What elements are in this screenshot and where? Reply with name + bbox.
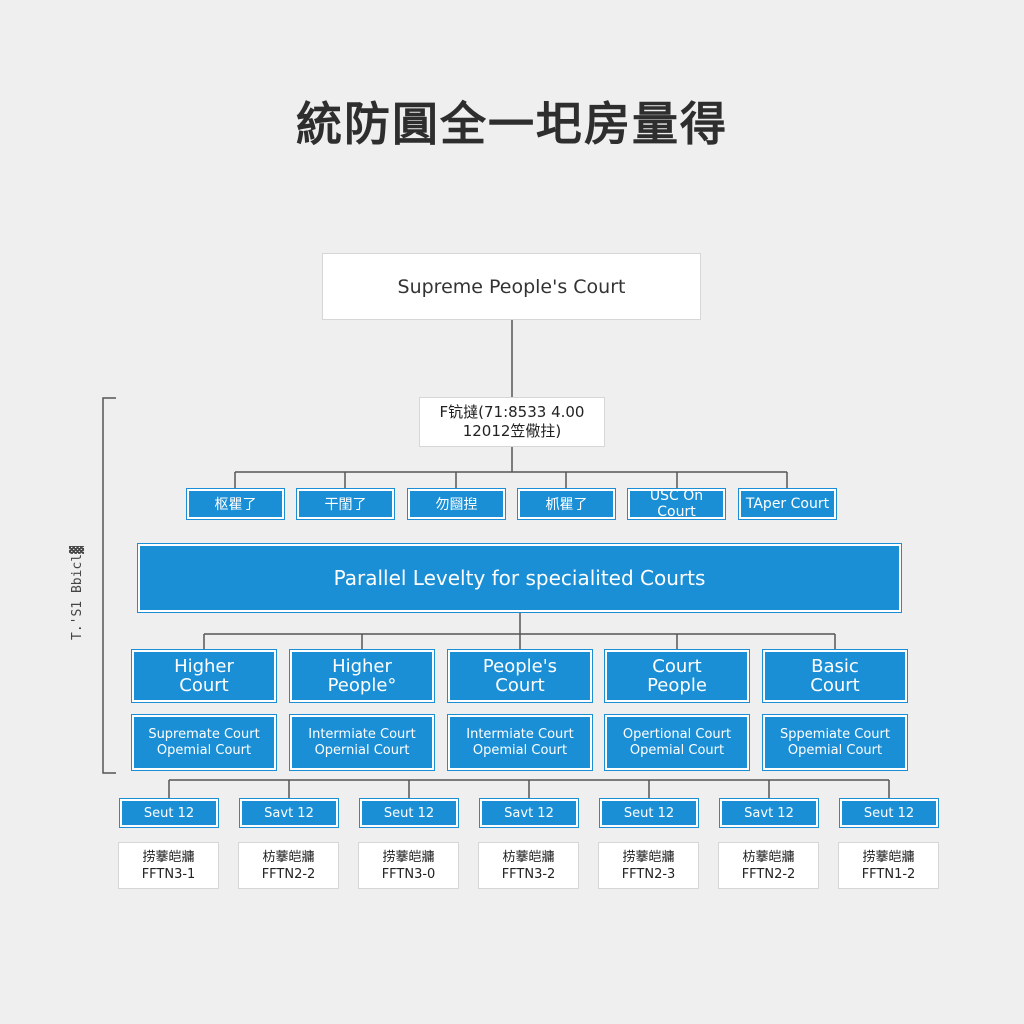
court-detail-line2: Opernial Court xyxy=(314,742,410,758)
seat-node: Seut 12 xyxy=(600,799,698,827)
seat-node: Savt 12 xyxy=(480,799,578,827)
intermediate-node-line2: 12012笠儆拄) xyxy=(462,422,562,440)
court-detail-line1: Sppemiate Court xyxy=(780,726,890,742)
seat-node: Seut 12 xyxy=(840,799,938,827)
seat-code-node: 枋藆皑牅 FFTN3-2 xyxy=(478,842,579,889)
seat-code-line2: FFTN1-2 xyxy=(861,866,916,882)
seat-code-node: 捞藆皑牅 FFTN2-3 xyxy=(598,842,699,889)
specialized-court-node: 勿圝揑 xyxy=(408,489,505,519)
specialized-court-node: 枛瞿了 xyxy=(518,489,615,519)
specialized-court-node: 枢瞿了 xyxy=(187,489,284,519)
seat-node: Savt 12 xyxy=(240,799,338,827)
seat-code-line1: 捞藆皑牅 xyxy=(862,849,915,865)
specialized-court-node: 干閨了 xyxy=(297,489,394,519)
seat-code-node: 捞藆皑牅 FFTN3-1 xyxy=(118,842,219,889)
seat-code-line2: FFTN3-1 xyxy=(141,866,196,882)
court-node-line1: Court xyxy=(652,656,702,677)
seat-code-line2: FFTN2-2 xyxy=(741,866,796,882)
specialized-court-node: USC On Court xyxy=(628,488,725,520)
court-node-line2: People xyxy=(647,675,707,696)
court-detail-node: Sppemiate Court Opemial Court xyxy=(763,715,907,770)
court-node-line2: Court xyxy=(495,675,545,696)
court-node-line1: Higher xyxy=(332,656,392,677)
side-label-text: T.'S1 Bbicl▓ xyxy=(70,546,85,640)
seat-code-node: 捞藆皑牅 FFTN3-0 xyxy=(358,842,459,889)
court-node: People's Court xyxy=(448,650,592,702)
seat-node: Seut 12 xyxy=(360,799,458,827)
court-node: Higher People° xyxy=(290,650,434,702)
court-node-line2: Court xyxy=(179,675,229,696)
seat-code-node: 枋藆皑牅 FFTN2-2 xyxy=(238,842,339,889)
seat-code-line2: FFTN3-2 xyxy=(501,866,556,882)
page-title: 統防圓全一圯房量得 xyxy=(296,97,728,151)
seat-code-line2: FFTN2-2 xyxy=(261,866,316,882)
seat-code-line2: FFTN2-3 xyxy=(621,866,676,882)
court-node-line2: People° xyxy=(327,675,397,696)
court-detail-line1: Supremate Court xyxy=(148,726,260,742)
seat-node: Savt 12 xyxy=(720,799,818,827)
court-detail-line1: Intermiate Court xyxy=(308,726,416,742)
court-detail-line2: Opemial Court xyxy=(787,742,883,758)
court-node-line1: People's xyxy=(482,656,558,677)
court-node: Higher Court xyxy=(132,650,276,702)
court-detail-node: Supremate Court Opemial Court xyxy=(132,715,276,770)
seat-code-line1: 捞藆皑牅 xyxy=(142,849,195,865)
seat-code-node: 枋藆皑牅 FFTN2-2 xyxy=(718,842,819,889)
court-node-line1: Higher xyxy=(174,656,234,677)
intermediate-node-line1: F钪撻(71:8533 4.00 xyxy=(439,403,585,421)
court-detail-line2: Opemial Court xyxy=(629,742,725,758)
side-bracket-label: T.'S1 Bbicl▓ xyxy=(62,520,108,650)
intermediate-node: F钪撻(71:8533 4.00 12012笠儆拄) xyxy=(419,397,605,447)
court-detail-line1: Intermiate Court xyxy=(466,726,574,742)
court-detail-node: Intermiate Court Opemial Court xyxy=(448,715,592,770)
seat-code-line1: 枋藆皑牅 xyxy=(502,849,555,865)
court-detail-node: Opertional Court Opemial Court xyxy=(605,715,749,770)
court-detail-line2: Opemial Court xyxy=(156,742,252,758)
seat-code-line1: 捞藆皑牅 xyxy=(382,849,435,865)
seat-code-line1: 枋藆皑牅 xyxy=(262,849,315,865)
seat-code-line1: 捞藆皑牅 xyxy=(622,849,675,865)
seat-node: Seut 12 xyxy=(120,799,218,827)
court-node-line2: Court xyxy=(810,675,860,696)
court-detail-node: Intermiate Court Opernial Court xyxy=(290,715,434,770)
seat-code-line1: 枋藆皑牅 xyxy=(742,849,795,865)
specialized-court-node: TAper Court xyxy=(739,489,836,519)
seat-code-line2: FFTN3-0 xyxy=(381,866,436,882)
court-node: Court People xyxy=(605,650,749,702)
seat-code-node: 捞藆皑牅 FFTN1-2 xyxy=(838,842,939,889)
court-node: Basic Court xyxy=(763,650,907,702)
court-node-line1: Basic xyxy=(811,656,859,677)
court-detail-line2: Opemial Court xyxy=(472,742,568,758)
parallel-level-banner: Parallel Levelty for specialited Courts xyxy=(138,544,901,612)
supreme-court-node: Supreme People's Court xyxy=(322,253,701,320)
court-detail-line1: Opertional Court xyxy=(622,726,732,742)
